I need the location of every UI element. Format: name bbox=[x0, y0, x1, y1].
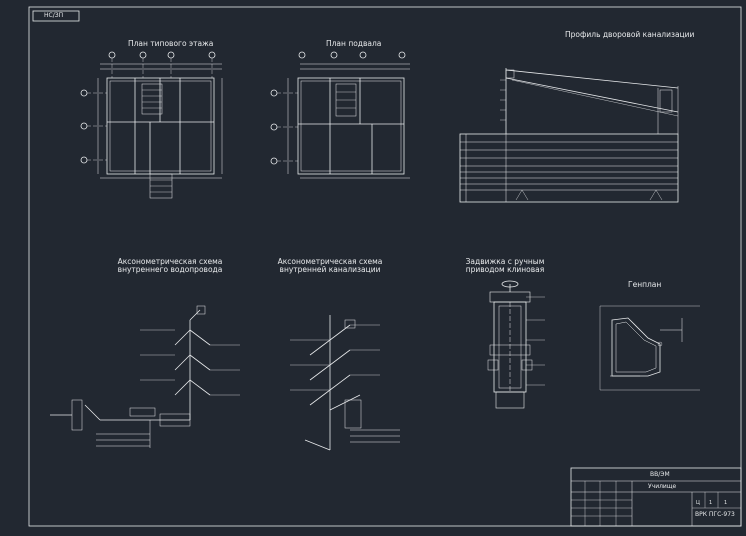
sheet-frame bbox=[28, 6, 742, 527]
title-block bbox=[570, 467, 742, 527]
site-plan-drawing bbox=[599, 305, 700, 391]
stamp-label: НС/ЗП bbox=[44, 12, 64, 19]
floor-plan-title: План типового этажа bbox=[128, 39, 214, 48]
basement-plan-title: План подвала bbox=[326, 39, 382, 48]
sewer-profile-drawing bbox=[459, 68, 679, 203]
stamp-box bbox=[32, 10, 80, 22]
sewer-axonometric-drawing bbox=[290, 315, 400, 451]
site-plan-title: Генплан bbox=[628, 280, 662, 289]
title-block-name: Училище bbox=[648, 483, 677, 490]
valve-title: Задвижка с ручным приводом клиновая bbox=[465, 257, 545, 274]
water-axonometric-drawing bbox=[50, 305, 240, 448]
title-block-code: ВВ/ЭМ bbox=[650, 471, 670, 478]
title-block-stage: Ц bbox=[696, 500, 700, 506]
sewer-axon-title: Аксонометрическая схема внутренней канал… bbox=[277, 257, 383, 274]
gate-valve-drawing bbox=[487, 280, 545, 409]
title-block-sheet-no: 1 bbox=[709, 500, 713, 506]
sewer-profile-title: Профиль дворовой канализации bbox=[565, 30, 695, 39]
floor-plan-drawing bbox=[80, 51, 223, 199]
title-block-sheet-count: 1 bbox=[724, 500, 728, 506]
title-block-sheet-code: ВРК ПГС-973 bbox=[695, 511, 735, 518]
water-axon-title: Аксонометрическая схема внутреннего водо… bbox=[117, 257, 223, 274]
basement-plan-drawing bbox=[270, 51, 410, 179]
